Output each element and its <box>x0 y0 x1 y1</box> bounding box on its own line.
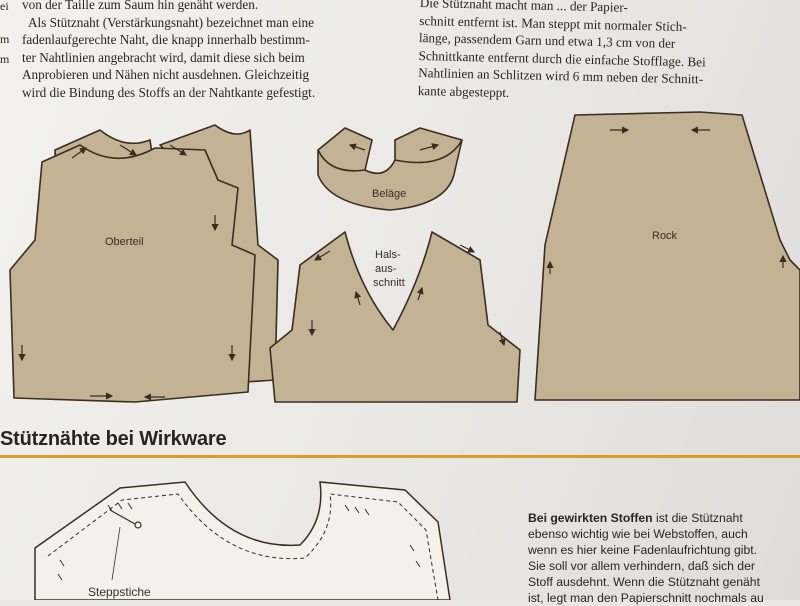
text-line: ter Nahtlinien angebracht wird, damit di… <box>22 49 305 65</box>
heading-rule <box>0 455 800 458</box>
text-line: ebenso wichtig wie bei Webstoffen, auch <box>528 527 748 541</box>
needle-icon <box>134 521 142 529</box>
neckline-label: schnitt <box>373 277 405 289</box>
text-line: wenn es hier keine Fadenlaufrichtung gib… <box>528 543 757 557</box>
text-line: ist die Stütznaht <box>652 511 743 525</box>
text-line: fadenlaufgerechte Naht, die knapp innerh… <box>22 32 310 48</box>
section-heading: Stütznähte bei Wirkware <box>0 428 227 450</box>
text-line: Anprobieren und Nähen nicht ausdehnen. G… <box>22 67 310 83</box>
margin-fragment: m <box>0 52 10 66</box>
caption-text: Bei gewirkten Stoffen ist die Stütznaht … <box>528 510 800 606</box>
neckline-label: aus- <box>375 263 397 275</box>
margin-fragment: m <box>0 32 10 46</box>
text-line: wird die Bindung des Stoffs an der Nahtk… <box>22 84 316 100</box>
knit-pattern-piece <box>34 481 451 600</box>
skirt-piece <box>534 111 800 401</box>
text-line: Sie soll vor allem verhindern, daß sich … <box>528 559 755 573</box>
text-line: ist, legt man den Papierschnitt nochmals… <box>528 591 764 605</box>
neckline-piece <box>269 231 521 403</box>
text-line: Als Stütznaht (Verstärkungsnaht) bezeich… <box>28 14 315 30</box>
skirt-label: Rock <box>652 230 678 242</box>
body-text-left: von der Taille zum Saum hin genäht werde… <box>0 0 400 102</box>
stitches-label: Steppstiche <box>88 585 151 599</box>
text-line: Stoff ausdehnt. Wenn die Stütznaht genäh… <box>528 575 760 589</box>
neckline-label: Hals- <box>375 249 401 261</box>
text-line: von der Taille zum Saum hin genäht werde… <box>22 0 259 12</box>
margin-fragment: ei <box>0 0 9 13</box>
bodice-label: Oberteil <box>105 236 144 248</box>
bodice-front-piece <box>9 144 256 403</box>
caption-lead: Bei gewirkten Stoffen <box>528 511 653 525</box>
facings-label: Beläge <box>372 188 406 200</box>
